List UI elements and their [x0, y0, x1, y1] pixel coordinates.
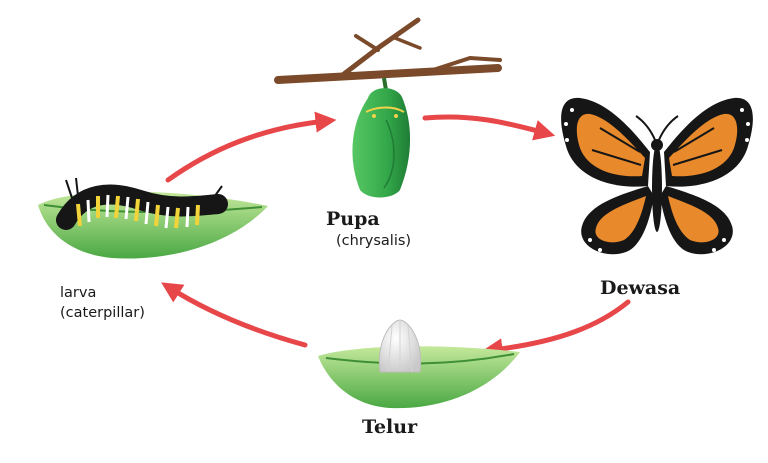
cycle-arrows [161, 111, 631, 360]
egg-label: Telur [362, 416, 418, 438]
branch [274, 17, 502, 84]
adult-label: Dewasa [600, 277, 681, 299]
larva-label: larva [60, 285, 97, 301]
arrow-egg-to-larva [161, 282, 308, 348]
pupa-label: Pupa [326, 208, 380, 230]
arrow-pupa-to-adult [422, 114, 556, 141]
chrysalis [352, 77, 411, 198]
arrow-adult-to-egg [481, 299, 631, 360]
larva-note: (caterpillar) [60, 305, 145, 321]
caterpillar [56, 177, 228, 230]
arrow-larva-to-pupa [165, 111, 337, 183]
egg [378, 319, 422, 373]
butterfly [561, 97, 753, 255]
pupa-note: (chrysalis) [336, 233, 412, 249]
